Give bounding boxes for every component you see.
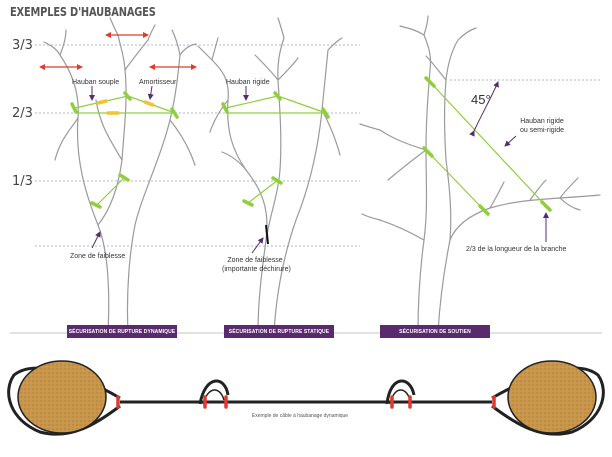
shock-absorber-1 xyxy=(96,99,108,105)
pointers-dynamic xyxy=(89,85,154,249)
cable-static-lower xyxy=(247,179,279,204)
cable-static-right-diag xyxy=(277,95,327,114)
cable-support-lower xyxy=(427,151,485,211)
label-angle: 45° xyxy=(471,92,491,107)
angle-arc xyxy=(469,81,499,137)
label-amortisseur: Amortisseur xyxy=(139,79,177,86)
support-attachments xyxy=(422,76,552,216)
level-label-2-3: 2/3 xyxy=(12,106,33,121)
static-cables xyxy=(225,95,327,204)
level-label-3-3: 3/3 xyxy=(12,38,33,53)
dynamic-attachments xyxy=(70,91,179,209)
label-hauban-rigide: Hauban rigide xyxy=(226,79,270,86)
pointers-support xyxy=(504,135,549,242)
label-hauban-souple: Hauban souple xyxy=(72,79,120,86)
shock-absorber-2 xyxy=(143,100,155,107)
banner-soutien: SÉCURISATION DE SOUTIEN xyxy=(380,325,490,338)
banner-rupture-statique: SÉCURISATION DE RUPTURE STATIQUE xyxy=(224,325,334,338)
label-hauban-rigide-semi: Hauban rigide ou semi-rigide xyxy=(512,117,572,135)
pointer-zone-faiblesse-1 xyxy=(91,231,101,249)
level-label-1-3: 1/3 xyxy=(12,174,33,189)
tree-static xyxy=(197,17,343,333)
pointers-static xyxy=(243,86,264,254)
label-zone-faiblesse-2-line1: Zone de faiblesse xyxy=(227,257,283,264)
cable-support-main xyxy=(429,81,547,207)
label-zone-faiblesse-2: Zone de faiblesse (importante déchirure) xyxy=(222,256,291,274)
banner-rupture-dynamique: SÉCURISATION DE RUPTURE DYNAMIQUE xyxy=(67,325,177,338)
dynamic-cable-detail xyxy=(7,360,605,436)
wood-disc-left xyxy=(17,360,107,434)
pointer-zone-faiblesse-2 xyxy=(251,237,264,254)
label-hauban-rigide-semi-line2: ou semi-rigide xyxy=(520,127,564,134)
crack-mark xyxy=(265,224,269,245)
tree-dynamic xyxy=(43,17,197,333)
support-cables xyxy=(427,81,547,211)
tree-support xyxy=(359,15,601,333)
cable-detail-caption: Exemple de câble à haubanage dynamique xyxy=(251,413,349,419)
label-zone-faiblesse-2-line2: (importante déchirure) xyxy=(222,266,291,273)
label-hauban-rigide-semi-line1: Hauban rigide xyxy=(520,118,564,125)
wood-disc-right xyxy=(507,360,597,434)
movement-arrows xyxy=(39,32,197,70)
page-title: EXEMPLES D'HAUBANAGES xyxy=(10,5,156,19)
cable-clamps xyxy=(116,395,496,409)
cable-static-left-diag xyxy=(225,95,279,109)
cable-dynamic-lower xyxy=(96,176,126,206)
label-longueur-branche: 2/3 de la longueur de la branche xyxy=(466,246,567,253)
height-guide-lines xyxy=(35,44,600,247)
shock-absorbers xyxy=(96,99,155,115)
pointer-hauban-rigide-semi xyxy=(504,135,517,147)
pointer-amortisseur xyxy=(147,85,154,100)
static-attachments xyxy=(221,91,330,207)
label-zone-faiblesse-1: Zone de faiblesse xyxy=(70,253,126,260)
